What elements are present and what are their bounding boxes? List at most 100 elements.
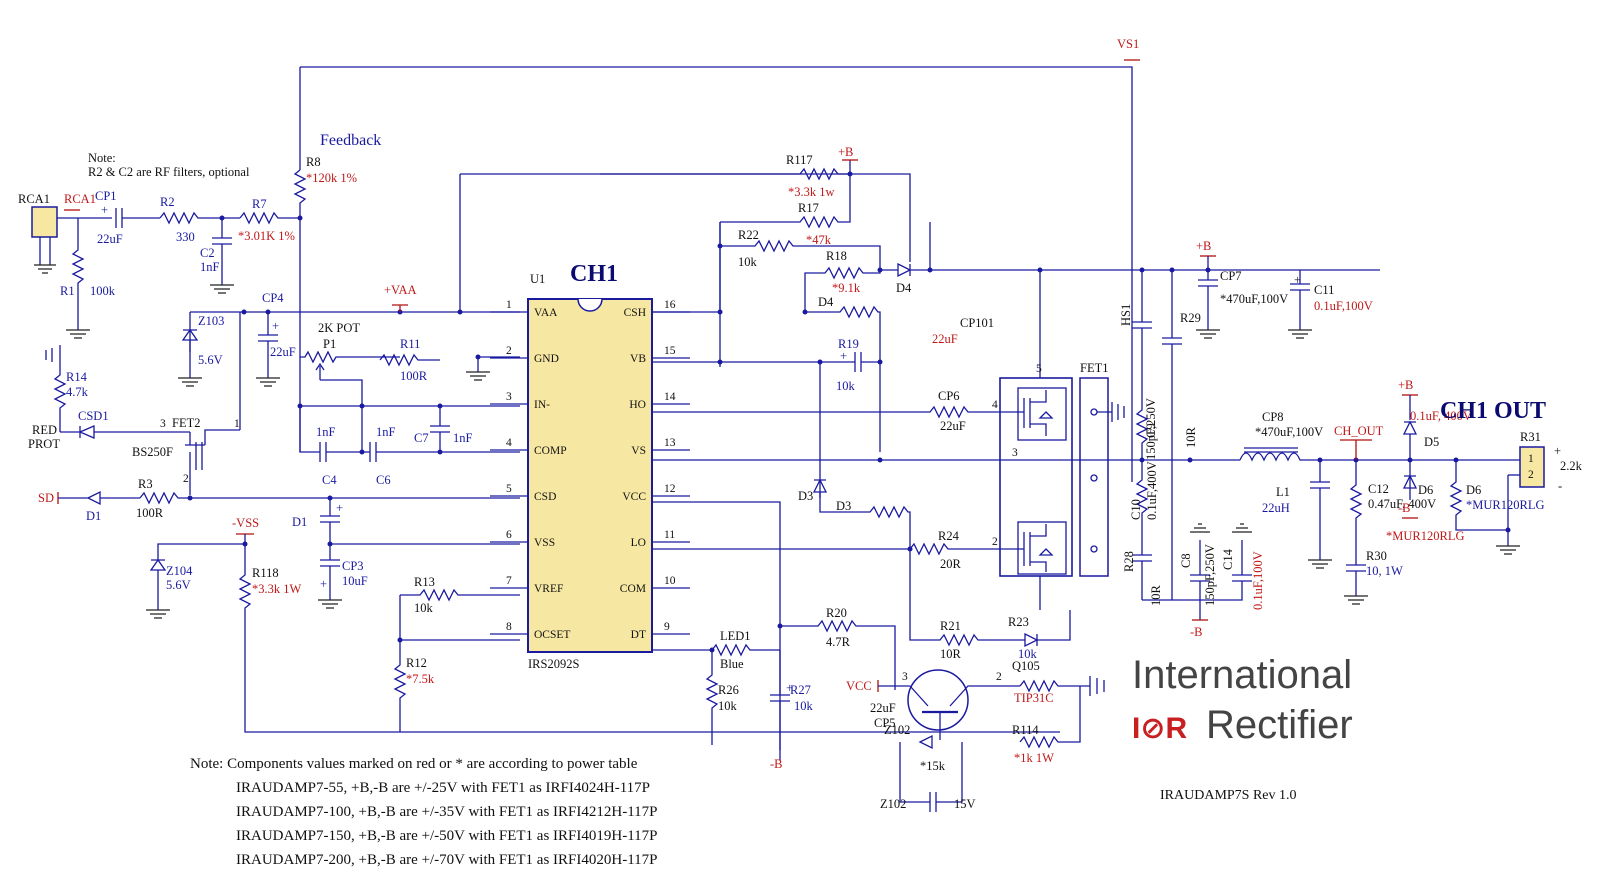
ic-pin-name: VAA: [534, 307, 558, 319]
svg-text:-: -: [1558, 479, 1562, 493]
q105-value: 22uF: [870, 701, 896, 715]
ir-logo: International I⊘R Rectifier: [1132, 653, 1353, 747]
rca1-ref: RCA1: [18, 192, 50, 206]
mb-label-3: -B: [1398, 501, 1411, 515]
csd1-ref: CSD1: [78, 409, 109, 423]
svg-text:3: 3: [902, 671, 908, 683]
pb-label-3: +B: [1398, 378, 1413, 392]
rca-input: RCA1 RCA1: [18, 192, 96, 274]
ic-pin-name: OCSET: [534, 629, 570, 641]
ic-part: IRS2092S: [528, 657, 579, 671]
ic-pin-name: VSS: [534, 537, 555, 549]
z102-ref: Z102: [884, 723, 910, 737]
c7-value: 1nF: [453, 431, 473, 445]
svg-text:PROT: PROT: [28, 437, 60, 451]
ic-pin-in-: 3IN-: [490, 391, 550, 411]
r25-ref: R24: [938, 529, 960, 543]
cp101-ref: Z102: [880, 797, 906, 811]
cp8-ref: C11: [1314, 283, 1334, 297]
ic-pin-number: 15: [664, 345, 676, 357]
r12-value: *7.5k: [406, 672, 435, 686]
c2-ref: C2: [200, 246, 215, 260]
c8-value: 10R: [1149, 585, 1163, 607]
r1-value: 100k: [90, 284, 116, 298]
z104-value: 5.6V: [166, 578, 191, 592]
r7-value: *3.01K 1%: [238, 229, 295, 243]
led1-value: 10k: [1018, 647, 1038, 661]
svg-text:2: 2: [183, 473, 189, 485]
r117-ref: R117: [786, 153, 813, 167]
vss-caps: D1 CP3 10uF + +: [292, 498, 520, 609]
ic-pin-number: 6: [506, 529, 512, 541]
r19-ref: D4: [818, 295, 834, 309]
c13-ref: R30: [1366, 549, 1387, 563]
vss-label: -VSS: [232, 516, 259, 530]
d3-ref: D3: [798, 489, 813, 503]
logo-international: International: [1132, 653, 1352, 697]
svg-text:3: 3: [1012, 447, 1018, 459]
ic-pin-number: 9: [664, 621, 670, 633]
ic-pin-number: 13: [664, 437, 676, 449]
cp4-value: 22uF: [270, 345, 296, 359]
ic-pin-number: 1: [506, 299, 512, 311]
ic-pin-name: COM: [620, 583, 646, 595]
cp7-value: 0.1uF,100V: [1251, 551, 1265, 610]
c13-value: 10, 1W: [1366, 564, 1403, 578]
r114-ref: Q105: [1012, 659, 1040, 673]
ic-pin-number: 10: [664, 575, 676, 587]
pb-label-2: +B: [1196, 239, 1211, 253]
gnd-pin2: [466, 354, 520, 381]
svg-text:1: 1: [1528, 453, 1534, 465]
z102-value: *15k: [920, 759, 946, 773]
ic-pin-dt: 9DT: [631, 621, 690, 641]
shutdown-input: SD D1 R3 100R: [38, 477, 520, 523]
vaa-net: +VAA: [189, 173, 911, 352]
rca1-net: RCA1: [64, 192, 96, 206]
r1-ref: R1: [60, 284, 75, 298]
bootstrap-network: +B R117 *3.3k 1w R17 *47k R22 10k R18 *9…: [600, 145, 1380, 367]
ic-pin-number: 4: [506, 437, 512, 449]
svg-text:+: +: [840, 349, 847, 363]
r14-ref: R14: [66, 370, 88, 384]
cp1-capacitor: CP1 22uF +: [78, 189, 160, 246]
svg-text:2: 2: [992, 536, 998, 548]
cp4-ref: CP4: [262, 291, 284, 305]
power-table-note: Note: Components values marked on red or…: [190, 756, 658, 868]
cp5-ref: R27: [790, 683, 811, 697]
cp101-value: 15V: [954, 797, 976, 811]
ic-pin-name: LO: [631, 537, 646, 549]
svg-text:4: 4: [992, 399, 998, 411]
c14-value: 150pF,250V: [1203, 544, 1217, 606]
gate-drive: CP6 22uF R24 20R: [652, 222, 1130, 760]
r8-ref: R8: [306, 155, 321, 169]
c12-value: 22uH: [1262, 501, 1290, 515]
bulk-caps: +B CP7 *470uF,100V C11 0.1uF,100V +: [1196, 239, 1373, 339]
r17-ref: R17: [798, 201, 819, 215]
r2-value: 330: [176, 230, 195, 244]
sd-label: SD: [38, 491, 54, 505]
ic-pin-number: 3: [506, 391, 512, 403]
d4-ref: D4: [896, 281, 912, 295]
ic-pin-name: VREF: [534, 583, 563, 595]
ic-pin-name: HO: [629, 399, 646, 411]
rf-note: Note: R2 & C2 are RF filters, optional: [88, 151, 250, 179]
cp4-capacitor: CP4 22uF +: [256, 291, 296, 387]
spkr-ch-label: 2.2k: [1560, 459, 1583, 473]
pb-label-1: +B: [838, 145, 853, 159]
ic-pin-number: 5: [506, 483, 512, 495]
ic-ref: U1: [530, 272, 545, 286]
fet1-value: 22uF: [932, 332, 958, 346]
r28-ref: C10: [1129, 499, 1143, 520]
r2-resistor: R2 330: [159, 195, 240, 244]
svg-text:+: +: [336, 501, 343, 515]
c14-ref: C8: [1179, 553, 1193, 568]
cp6-value: 10k: [836, 379, 856, 393]
r115-ref: R114: [1012, 723, 1039, 737]
svg-text:+: +: [786, 681, 793, 695]
mb-label-1: -B: [770, 757, 783, 771]
